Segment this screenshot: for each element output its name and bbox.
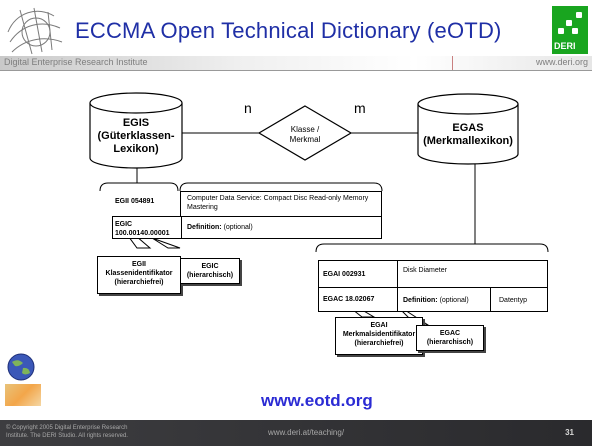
- egai-callout-2: Merkmalsidentifikator: [342, 331, 416, 338]
- egai-id: EGAI 002931: [323, 271, 366, 278]
- egii-description: Computer Data Service: Compact Disc Read…: [187, 195, 369, 211]
- egas-subtitle: (Merkmallexikon): [423, 135, 513, 147]
- egai-description: Disk Diameter: [403, 267, 447, 274]
- institute-url: www.deri.org: [535, 57, 588, 67]
- relation-label-1: Klasse /: [290, 125, 320, 134]
- egis-subtitle-2: Lexikon): [113, 143, 159, 155]
- attr-definition-value: (optional): [439, 297, 469, 304]
- egic-callout: EGIC (hierarchisch): [180, 258, 240, 284]
- relation-label-2: Merkmal: [289, 135, 321, 144]
- relation-diamond: [257, 105, 353, 161]
- egic-callout-2: (hierarchisch): [186, 272, 234, 279]
- footer-teaching-url: www.deri.at/teaching/: [268, 428, 345, 437]
- egas-brace: [315, 243, 549, 253]
- institute-bar: Digital Enterprise Research Institute ww…: [0, 56, 592, 70]
- egii-callout: EGII Klassenidentifikator (hierarchiefre…: [97, 256, 181, 294]
- relation-label: Klasse / Merkmal: [271, 125, 339, 145]
- egis-label: EGIS (Güterklassen- Lexikon): [90, 117, 182, 156]
- relation-card-m: m: [354, 100, 366, 116]
- footer-copyright-1: © Copyright 2005 Digital Enterprise Rese…: [6, 425, 128, 431]
- egas-label: EGAS (Merkmallexikon): [418, 122, 518, 148]
- egai-callout-3: (hierarchiefrei): [354, 340, 404, 347]
- egii-cell: EGII 054891: [112, 191, 181, 217]
- relation-card-n: n: [244, 100, 252, 116]
- egac-callout-1: EGAC: [439, 330, 461, 337]
- bar-divider: [452, 56, 453, 70]
- egic-id: EGIC 100.00140.00001: [115, 220, 170, 238]
- attr-table-vline-top: [397, 261, 398, 287]
- footer-copyright-2: Institute. The DERI Studio. All rights r…: [6, 433, 128, 439]
- egac-id: EGAC 18.02067: [323, 296, 375, 303]
- egii-callout-2: Klassenidentifikator: [105, 270, 173, 277]
- footer-copyright: © Copyright 2005 Digital Enterprise Rese…: [6, 424, 128, 440]
- deri-logo-icon: DERI: [552, 6, 588, 54]
- egii-id: EGII 054891: [115, 198, 155, 205]
- attr-definition-label: Definition:: [403, 297, 438, 304]
- egac-callout-2: (hierarchisch): [426, 339, 474, 346]
- egic-id-1: EGIC: [115, 221, 133, 228]
- egis-subtitle-1: (Güterklassen-: [97, 130, 175, 142]
- egic-callout-1: EGIC: [201, 263, 219, 270]
- deri-logo-text: DERI: [554, 41, 576, 51]
- egac-callout: EGAC (hierarchisch): [416, 325, 484, 351]
- egis-title: EGIS: [122, 117, 150, 129]
- egic-pointer: [151, 237, 181, 249]
- page-number: 31: [565, 428, 574, 437]
- sketch-logo-icon: [7, 7, 63, 55]
- egis-brace-right: [179, 182, 383, 192]
- egas-title: EGAS: [452, 122, 484, 134]
- attr-table: EGAI 002931 Disk Diameter EGAC 18.02067 …: [318, 260, 548, 312]
- egii-callout-3: (hierarchiefrei): [114, 279, 164, 286]
- class-definition-label: Definition:: [187, 224, 222, 231]
- egic-id-2: 100.00140.00001: [115, 230, 170, 237]
- class-definition-value: (optional): [223, 224, 253, 231]
- class-definition: Definition: (optional): [187, 224, 253, 231]
- attr-table-vline-datatype: [490, 287, 491, 312]
- attr-table-divider: [319, 287, 547, 288]
- egis-cylinder-shape: [89, 92, 183, 169]
- attr-definition: Definition: (optional): [403, 297, 469, 304]
- attr-datatype: Datentyp: [499, 297, 528, 304]
- attr-table-vline-bottom: [397, 287, 398, 312]
- egis-brace: [99, 182, 179, 192]
- egas-cylinder-shape: [417, 93, 519, 165]
- egai-callout-1: EGAI: [370, 322, 388, 329]
- class-table-vline: [181, 216, 182, 239]
- institute-name: Digital Enterprise Research Institute: [4, 57, 148, 67]
- slide-footer: © Copyright 2005 Digital Enterprise Rese…: [0, 420, 592, 446]
- slide-title: ECCMA Open Technical Dictionary (eOTD): [75, 18, 502, 43]
- eotd-link[interactable]: www.eotd.org: [261, 391, 373, 410]
- globe-caption-decoration: [5, 384, 41, 406]
- class-table-divider: [181, 216, 382, 217]
- class-table: EGII 054891 Computer Data Service: Compa…: [112, 191, 382, 239]
- egai-callout: EGAI Merkmalsidentifikator (hierarchiefr…: [335, 317, 423, 355]
- globe-icon: [7, 353, 35, 381]
- slide-header: ECCMA Open Technical Dictionary (eOTD) D…: [0, 0, 592, 70]
- egii-callout-1: EGII: [131, 261, 146, 268]
